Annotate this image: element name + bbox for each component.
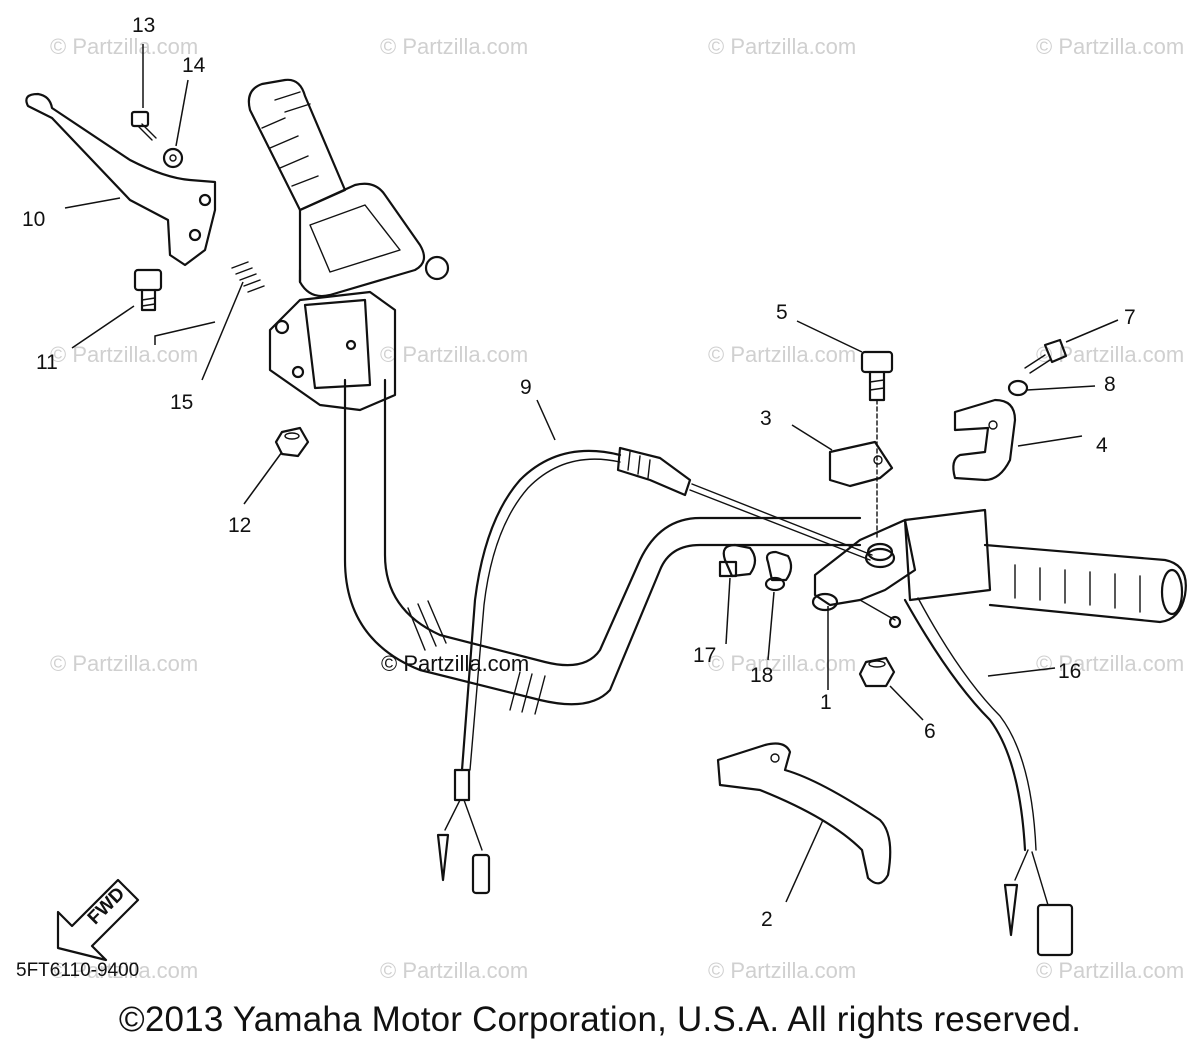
callout-13: 13 xyxy=(132,14,155,37)
watermark: © Partzilla.com xyxy=(50,651,198,676)
leader-lines xyxy=(64,44,1119,903)
watermark: © Partzilla.com xyxy=(380,342,528,367)
callout-12: 12 xyxy=(228,514,251,537)
callout-4: 4 xyxy=(1096,434,1108,457)
spring-15 xyxy=(231,261,265,293)
callout-1: 1 xyxy=(820,691,832,714)
bolt-5 xyxy=(860,350,894,562)
diagram-code: 5FT6110-9400 xyxy=(16,960,139,981)
center-watermark: © Partzilla.com xyxy=(381,651,529,676)
watermark: © Partzilla.com xyxy=(380,34,528,59)
clamp-18 xyxy=(764,550,793,592)
callout-7: 7 xyxy=(1124,306,1136,329)
screw-13 xyxy=(130,110,157,141)
washer-8 xyxy=(1007,379,1029,397)
watermark: © Partzilla.com xyxy=(1036,651,1184,676)
callout-2: 2 xyxy=(761,908,773,931)
callout-8: 8 xyxy=(1104,373,1116,396)
watermark: © Partzilla.com xyxy=(50,958,198,983)
cable-fitting xyxy=(616,446,873,561)
callout-18: 18 xyxy=(750,664,773,687)
callouts: 13 14 10 11 15 12 9 5 3 7 8 4 16 6 1 17 … xyxy=(22,14,1136,931)
clamp-17 xyxy=(718,543,757,578)
callout-16: 16 xyxy=(1058,660,1081,683)
callout-6: 6 xyxy=(924,720,936,743)
watermark: © Partzilla.com xyxy=(708,342,856,367)
callout-10: 10 xyxy=(22,208,45,231)
throttle-cable-16 xyxy=(903,597,1074,957)
right-grip xyxy=(903,508,1187,624)
callout-9: 9 xyxy=(520,376,532,399)
master-cylinder xyxy=(268,290,397,412)
nut-14 xyxy=(162,147,184,169)
left-grip xyxy=(247,78,347,212)
callout-17: 17 xyxy=(693,644,716,667)
watermark: © Partzilla.com xyxy=(1036,34,1184,59)
watermark: © Partzilla.com xyxy=(708,958,856,983)
screw-7 xyxy=(1024,338,1068,374)
right-lever-perch xyxy=(811,518,917,629)
fwd-arrow: FWD xyxy=(56,878,140,962)
brake-cable-9 xyxy=(436,449,622,895)
callout-15: 15 xyxy=(170,391,193,414)
callout-11: 11 xyxy=(36,351,58,374)
watermark-group: © Partzilla.com © Partzilla.com © Partzi… xyxy=(50,34,1184,983)
callout-5: 5 xyxy=(776,301,788,324)
watermark: © Partzilla.com xyxy=(1036,342,1184,367)
fwd-label: FWD xyxy=(84,883,129,928)
watermark: © Partzilla.com xyxy=(1036,958,1184,983)
switch-cover-4 xyxy=(952,398,1017,482)
watermark: © Partzilla.com xyxy=(50,342,198,367)
right-lever-2 xyxy=(716,742,892,885)
watermark: © Partzilla.com xyxy=(708,34,856,59)
watermark: © Partzilla.com xyxy=(708,651,856,676)
callout-14: 14 xyxy=(182,54,206,77)
handlebar xyxy=(343,378,862,715)
nut-6 xyxy=(858,656,896,688)
bracket-3 xyxy=(828,440,894,488)
watermark: © Partzilla.com xyxy=(380,958,528,983)
copyright-notice: ©2013 Yamaha Motor Corporation, U.S.A. A… xyxy=(118,1000,1082,1039)
callout-3: 3 xyxy=(760,407,772,430)
left-switch-housing xyxy=(298,182,450,298)
left-brake-lever xyxy=(25,92,217,267)
watermark: © Partzilla.com xyxy=(50,34,198,59)
nut-12 xyxy=(274,426,310,458)
bolt-11 xyxy=(133,268,163,312)
